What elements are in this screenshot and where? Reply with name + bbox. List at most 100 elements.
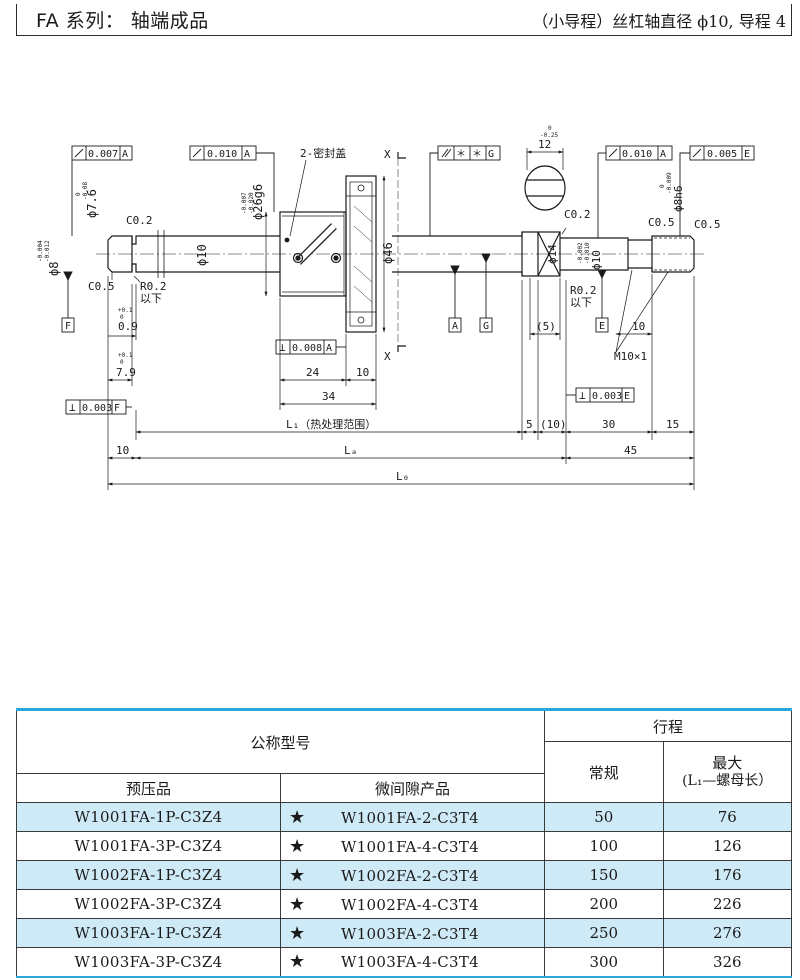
phi8h6-tol-dn: -0.009: [666, 172, 673, 194]
c05-right-b: C0.5: [694, 218, 721, 231]
stroke-max: 326: [662, 947, 793, 977]
header-right-tick: [791, 4, 792, 35]
tol-frame-nut: [189, 145, 275, 212]
dim-10-left: 10: [116, 444, 129, 457]
dim-10-right: 10: [632, 320, 645, 333]
nut-body: [279, 175, 377, 333]
tol-frame-perp-f: [65, 399, 132, 415]
micro-model-cell: ★W1003FA-4-C3T4: [279, 947, 546, 977]
dim-79-tol-up: +0.1: [118, 352, 133, 359]
preload-model: W1003FA-3P-C3Z4: [16, 947, 281, 977]
tol-frame-parallel: [429, 145, 501, 236]
tol-frame-parallel-v2: ＊: [472, 149, 482, 160]
dim-34: 34: [322, 390, 336, 403]
tol-perp-nut-val: 0.008: [292, 343, 322, 354]
dim-09-tol-up: +0.1: [118, 307, 133, 314]
page-subtitle: （小导程）丝杠轴直径 ϕ10, 导程 4: [532, 12, 786, 31]
section-x-bottom: X: [384, 350, 391, 363]
dim-15: 15: [666, 418, 679, 431]
dim-10-nut: 10: [356, 366, 369, 379]
preload-model: W1002FA-1P-C3Z4: [16, 860, 281, 890]
seal-label: 2-密封盖: [300, 146, 346, 160]
right-dims-top: [529, 274, 653, 340]
dim-12: 12: [538, 138, 551, 151]
dim-l1: L₁（热处理范围）: [286, 417, 376, 431]
tol-frame-nut-ref: A: [244, 149, 250, 160]
phi8h6-tol-up: 0: [659, 184, 666, 188]
dim-79-tol-dn: 0: [120, 359, 124, 366]
tol-perp-f-val: 0.003: [82, 403, 112, 414]
left-small-dims: [107, 276, 137, 386]
micro-model-cell: ★ W1003FA-2-C3T4: [279, 918, 546, 948]
tol-perp-nut-sym: ⊥: [279, 341, 286, 354]
dim-09-tol-dn: 0: [120, 314, 124, 321]
dim-5: 5: [526, 418, 533, 431]
micro-model-cell: ★W1001FA-2-C3T4: [279, 802, 546, 832]
dim-l0: L₀: [396, 470, 409, 483]
preload-model: W1002FA-3P-C3Z4: [16, 889, 281, 919]
tol-frame-right-a-val: 0.010: [622, 149, 652, 160]
section-view: [524, 148, 566, 211]
header-micro: 微间隙产品: [279, 773, 546, 803]
micro-model: W1003FA-4-C3T4: [340, 953, 479, 972]
page-header: FA 系列： 轴端成品 （小导程）丝杠轴直径 ϕ10, 导程 4: [0, 0, 800, 38]
stroke-max: 276: [662, 918, 793, 948]
phi10-a-label: ϕ10: [195, 244, 209, 266]
header-max-line2: (L₁—螺母长）: [682, 773, 773, 789]
r02-left: R0.2: [140, 280, 167, 293]
phi76-label: ϕ7.6: [85, 189, 99, 218]
header-stroke: 行程: [544, 709, 792, 742]
tol-frame-left-ref: A: [122, 149, 128, 160]
micro-model: W1001FA-2-C3T4: [340, 808, 479, 827]
dim-10p: (10): [540, 418, 567, 431]
overall-dims: [107, 276, 695, 490]
star-icon: ★: [288, 893, 306, 915]
datum-a: A: [452, 321, 458, 332]
header-normal: 常规: [544, 741, 664, 803]
tol-perp-f-ref: F: [114, 403, 120, 414]
micro-model: W1001FA-4-C3T4: [340, 837, 479, 856]
star-icon: ★: [288, 922, 306, 944]
dim-09: 0.9: [118, 320, 138, 333]
tol-frame-right-a-ref: A: [660, 149, 666, 160]
phi26-label: ϕ26g6: [251, 184, 265, 220]
stroke-max: 176: [662, 860, 793, 890]
ball-screw-drawing: 12 0 -0.25 0.007 A 0.010 A ＊ ＊ G 0: [37, 125, 755, 490]
phi26-tol-dn: -0.020: [248, 192, 255, 214]
datum-g: G: [483, 321, 489, 332]
micro-model-cell: ★W1002FA-2-C3T4: [279, 860, 546, 890]
header-rule: [16, 35, 792, 36]
tol-frame-left-val: 0.007: [88, 149, 118, 160]
tol-perp-e-ref: E: [624, 391, 630, 402]
tol-frame-perp-nut: [275, 339, 346, 355]
tol-frame-right-e: [679, 145, 755, 236]
page-title: FA 系列： 轴端成品: [36, 10, 209, 32]
micro-model: W1003FA-2-C3T4: [340, 924, 479, 943]
preload-model: W1003FA-1P-C3Z4: [16, 918, 281, 948]
stroke-max: 226: [662, 889, 793, 919]
tol-perp-e-sym: ⊥: [579, 389, 586, 402]
dim-30: 30: [602, 418, 615, 431]
phi26-tol-up: -0.007: [241, 192, 248, 214]
tol-frame-right-a: [597, 145, 673, 238]
phi8h6-label: ϕ8h6: [672, 186, 685, 213]
c05-right-a: C0.5: [648, 216, 675, 229]
dim-24: 24: [306, 366, 320, 379]
header-left-tick: [16, 4, 17, 35]
micro-model: W1002FA-2-C3T4: [340, 866, 479, 885]
micro-model-cell: ★W1001FA-4-C3T4: [279, 831, 546, 861]
r02-right: R0.2: [570, 284, 597, 297]
tol-perp-e-val: 0.003: [592, 391, 622, 402]
stroke-max: 126: [662, 831, 793, 861]
model-table: 公称型号 行程 常规 最大 (L₁—螺母长） 预压品 微间隙产品 W1001FA…: [15, 708, 793, 978]
datum-markers: [61, 253, 609, 333]
phi8-label: ϕ8: [47, 262, 61, 276]
tol-perp-nut-ref: A: [326, 343, 332, 354]
section-marks: [397, 152, 406, 352]
